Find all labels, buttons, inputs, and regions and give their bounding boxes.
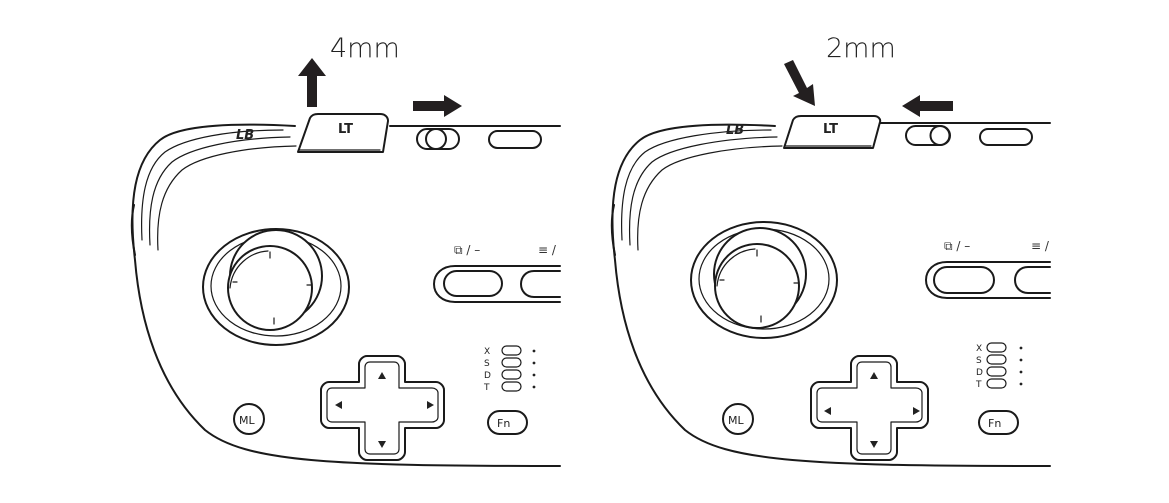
mode-label-x: X (976, 344, 982, 354)
panel-lt-extended: 4mm LB LT (0, 0, 584, 503)
panel-lt-retracted: 2mm LB LT (490, 0, 1074, 503)
arrow-left-icon (902, 95, 953, 117)
dpad-left-icon (824, 407, 831, 415)
left-joystick (202, 228, 350, 346)
lt-label: LT (338, 122, 353, 137)
ml-button: ML (233, 403, 265, 435)
dpad-right-icon (427, 401, 434, 409)
view-button-label: ⧉ / – (944, 239, 970, 253)
ml-button: ML (722, 403, 754, 435)
menu-button (520, 270, 561, 298)
measurement-label: 4mm (330, 33, 400, 64)
view-button (443, 270, 503, 297)
mode-selector: X S D T (975, 342, 1023, 390)
mode-label-s: S (976, 356, 982, 366)
controller-body-contour (621, 129, 772, 241)
slide-switch (416, 128, 460, 150)
mode-label-d: D (976, 368, 983, 378)
menu-button (1014, 266, 1051, 294)
arrow-down-icon (784, 60, 815, 106)
menu-button-label: ≡ / (538, 243, 557, 257)
view-menu-button-well (433, 265, 561, 303)
ml-label: ML (239, 414, 255, 427)
dpad-right-icon (913, 407, 920, 415)
measurement-label: 2mm (826, 33, 896, 64)
fn-button: Fn (487, 410, 528, 435)
mode-label-x: X (484, 347, 490, 357)
ml-label: ML (728, 414, 744, 427)
mode-selector: X S D T (483, 345, 536, 393)
lt-trigger: LT (297, 113, 389, 153)
top-capsule-button (488, 130, 542, 149)
view-button-label: ⧉ / – (454, 243, 480, 257)
dpad-down-icon (870, 441, 878, 448)
slide-switch (905, 125, 951, 146)
mode-label-s: S (484, 359, 490, 369)
arrow-up-icon (298, 58, 326, 107)
dpad-up-icon (378, 372, 386, 379)
view-button (933, 266, 995, 294)
lt-label: LT (823, 122, 838, 137)
dpad (320, 355, 445, 461)
lb-label: LB (726, 123, 744, 138)
top-capsule-button (979, 128, 1033, 146)
fn-label: Fn (988, 417, 1001, 430)
mode-label-t: T (483, 383, 490, 393)
controller-body-outline (611, 122, 1051, 467)
menu-button-label: ≡ / (1031, 239, 1050, 253)
dpad-up-icon (870, 372, 878, 379)
arrow-right-icon (413, 95, 462, 117)
controller-drawing-right: 2mm LB LT (610, 33, 1051, 467)
lb-label: LB (236, 128, 254, 143)
controller-body-outline (131, 123, 561, 467)
mode-label-d: D (484, 371, 491, 381)
left-joystick (690, 221, 838, 339)
mode-label-t: T (975, 380, 982, 390)
dpad-left-icon (335, 401, 342, 409)
controller-drawing-left: 4mm LB LT (130, 33, 561, 467)
dpad (810, 355, 929, 461)
lt-trigger: LT (783, 115, 882, 149)
view-menu-button-well (925, 261, 1051, 299)
fn-label: Fn (497, 417, 510, 430)
fn-button: Fn (978, 410, 1019, 435)
controller-body-contour (141, 129, 284, 241)
dpad-down-icon (378, 441, 386, 448)
